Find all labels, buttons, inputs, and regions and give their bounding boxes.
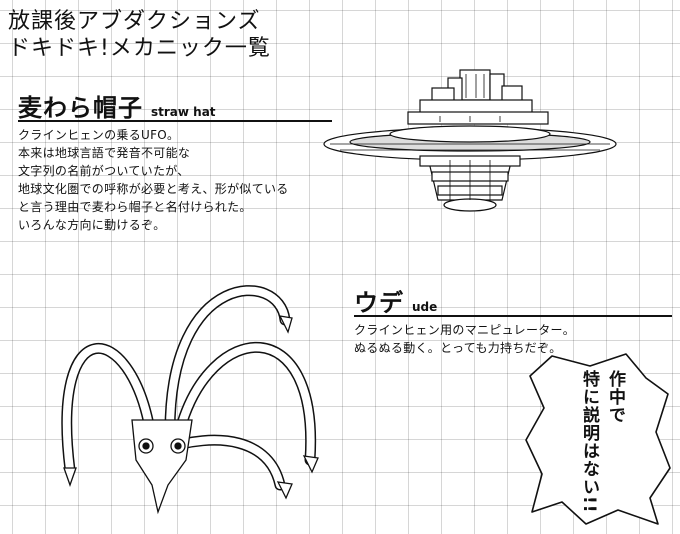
speech-bubble-column-2: 特に説明はない!! (579, 370, 599, 514)
straw-hat-line-5: と言う理由で麦わら帽子と名付けられた。 (18, 200, 252, 214)
straw-hat-line-4: 地球文化圏での呼称が必要と考え、形が似ている (18, 182, 289, 196)
straw-hat-description: クラインヒェンの乗るUFO。 本来は地球言語で発音不可能な 文字列の名前がついて… (18, 126, 289, 234)
speech-bubble: 作中で 特に説明はない!! (522, 348, 672, 528)
speech-bubble-outline (525, 353, 671, 525)
speech-bubble-text: 作中で 特に説明はない!! (562, 370, 642, 520)
straw-hat-heading-jp: 麦わら帽子 (18, 94, 143, 122)
straw-hat-line-3: 文字列の名前がついていたが、 (18, 164, 190, 178)
ude-line-1: クラインヒェン用のマニピュレーター。 (354, 323, 576, 337)
ude-heading: ウデ ude (354, 283, 437, 318)
straw-hat-rule (18, 120, 332, 122)
manipulator-arm-illustration (61, 285, 319, 515)
straw-hat-heading: 麦わら帽子 straw hat (18, 88, 216, 123)
ude-heading-jp: ウデ (354, 289, 404, 317)
speech-bubble-column-1: 作中で (605, 370, 625, 424)
ude-heading-en: ude (412, 300, 438, 314)
ude-rule (354, 315, 672, 317)
straw-hat-line-6: いろんな方向に動けるぞ。 (18, 218, 166, 232)
page-title: 放課後アブダクションズ ドキドキ!メカニック一覧 (8, 8, 348, 62)
page-title-line-1: 放課後アブダクションズ (8, 9, 261, 34)
page-title-line-2: ドキドキ!メカニック一覧 (8, 36, 271, 61)
straw-hat-line-2: 本来は地球言語で発音不可能な (18, 146, 191, 160)
straw-hat-line-1: クラインヒェンの乗るUFO。 (18, 128, 180, 142)
straw-hat-heading-en: straw hat (151, 105, 216, 119)
ude-line-2: ぬるぬる動く。とっても力持ちだぞ。 (354, 341, 562, 355)
ude-description: クラインヒェン用のマニピュレーター。 ぬるぬる動く。とっても力持ちだぞ。 (354, 321, 575, 357)
ufo-illustration (323, 69, 617, 212)
